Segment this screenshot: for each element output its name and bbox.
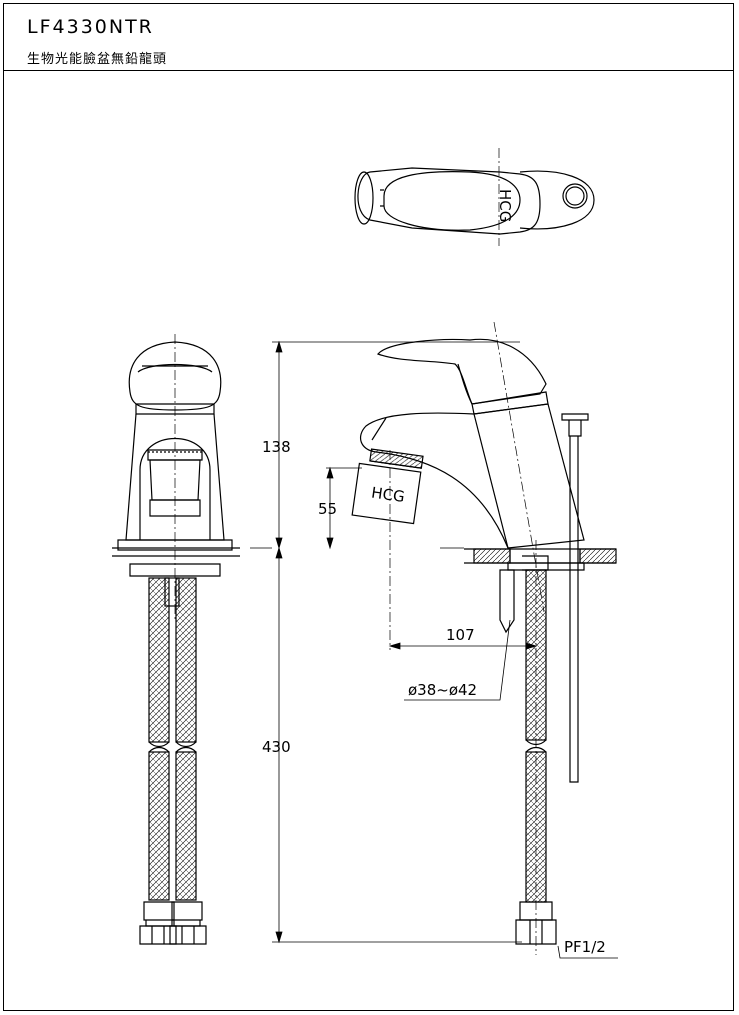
top-logo: HCG xyxy=(496,189,514,222)
dim-55: 55 xyxy=(318,500,337,518)
dim-107: 107 xyxy=(446,626,475,644)
product-description: 生物光能臉盆無鉛龍頭 xyxy=(27,52,168,67)
dim-138: 138 xyxy=(262,438,291,456)
dim-430: 430 xyxy=(262,738,291,756)
side-view: HCG xyxy=(351,321,617,955)
dimension-lines xyxy=(250,340,618,959)
side-logo: HCG xyxy=(370,484,406,506)
header-divider xyxy=(3,70,734,71)
dimension-labels: 138 55 107 ø38~ø42 430 PF1/2 xyxy=(262,438,606,956)
dim-connection: PF1/2 xyxy=(564,938,606,956)
drawing-frame xyxy=(3,3,734,1011)
front-view xyxy=(112,334,240,945)
model-number: LF4330NTR xyxy=(27,16,154,38)
top-view: HCG xyxy=(354,148,595,246)
dim-hole-diameter: ø38~ø42 xyxy=(408,681,477,699)
